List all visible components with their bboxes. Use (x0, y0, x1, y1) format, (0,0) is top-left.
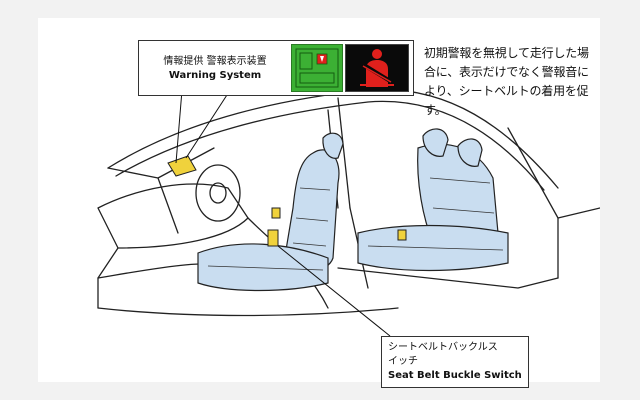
warning-system-label-jp: 情報提供 警報表示装置 (163, 56, 267, 67)
warning-system-label-en: Warning System (168, 70, 262, 81)
buckle-switch-label-jp-line1: シートベルトバックルス (388, 342, 498, 353)
warning-description-text: 初期警報を無視して走行した場合に、表示だけでなく警報音により、シートベルトの着用… (424, 46, 589, 117)
car-interior-illustration (97, 77, 600, 337)
buckle-switch-callout: シートベルトバックルス イッチ Seat Belt Buckle Switch (381, 336, 529, 388)
warning-system-callout: 情報提供 警報表示装置 Warning System (138, 40, 414, 96)
buckle-switch-label-en: Seat Belt Buckle Switch (388, 370, 522, 381)
seatbelt-warning-icon (345, 44, 409, 92)
dashboard-panel-icon (291, 44, 343, 92)
diagram-frame: 情報提供 警報表示装置 Warning System (38, 18, 600, 388)
buckle-switch-label-jp-line2: イッチ (388, 356, 418, 367)
warning-system-label: 情報提供 警報表示装置 Warning System (145, 55, 285, 83)
